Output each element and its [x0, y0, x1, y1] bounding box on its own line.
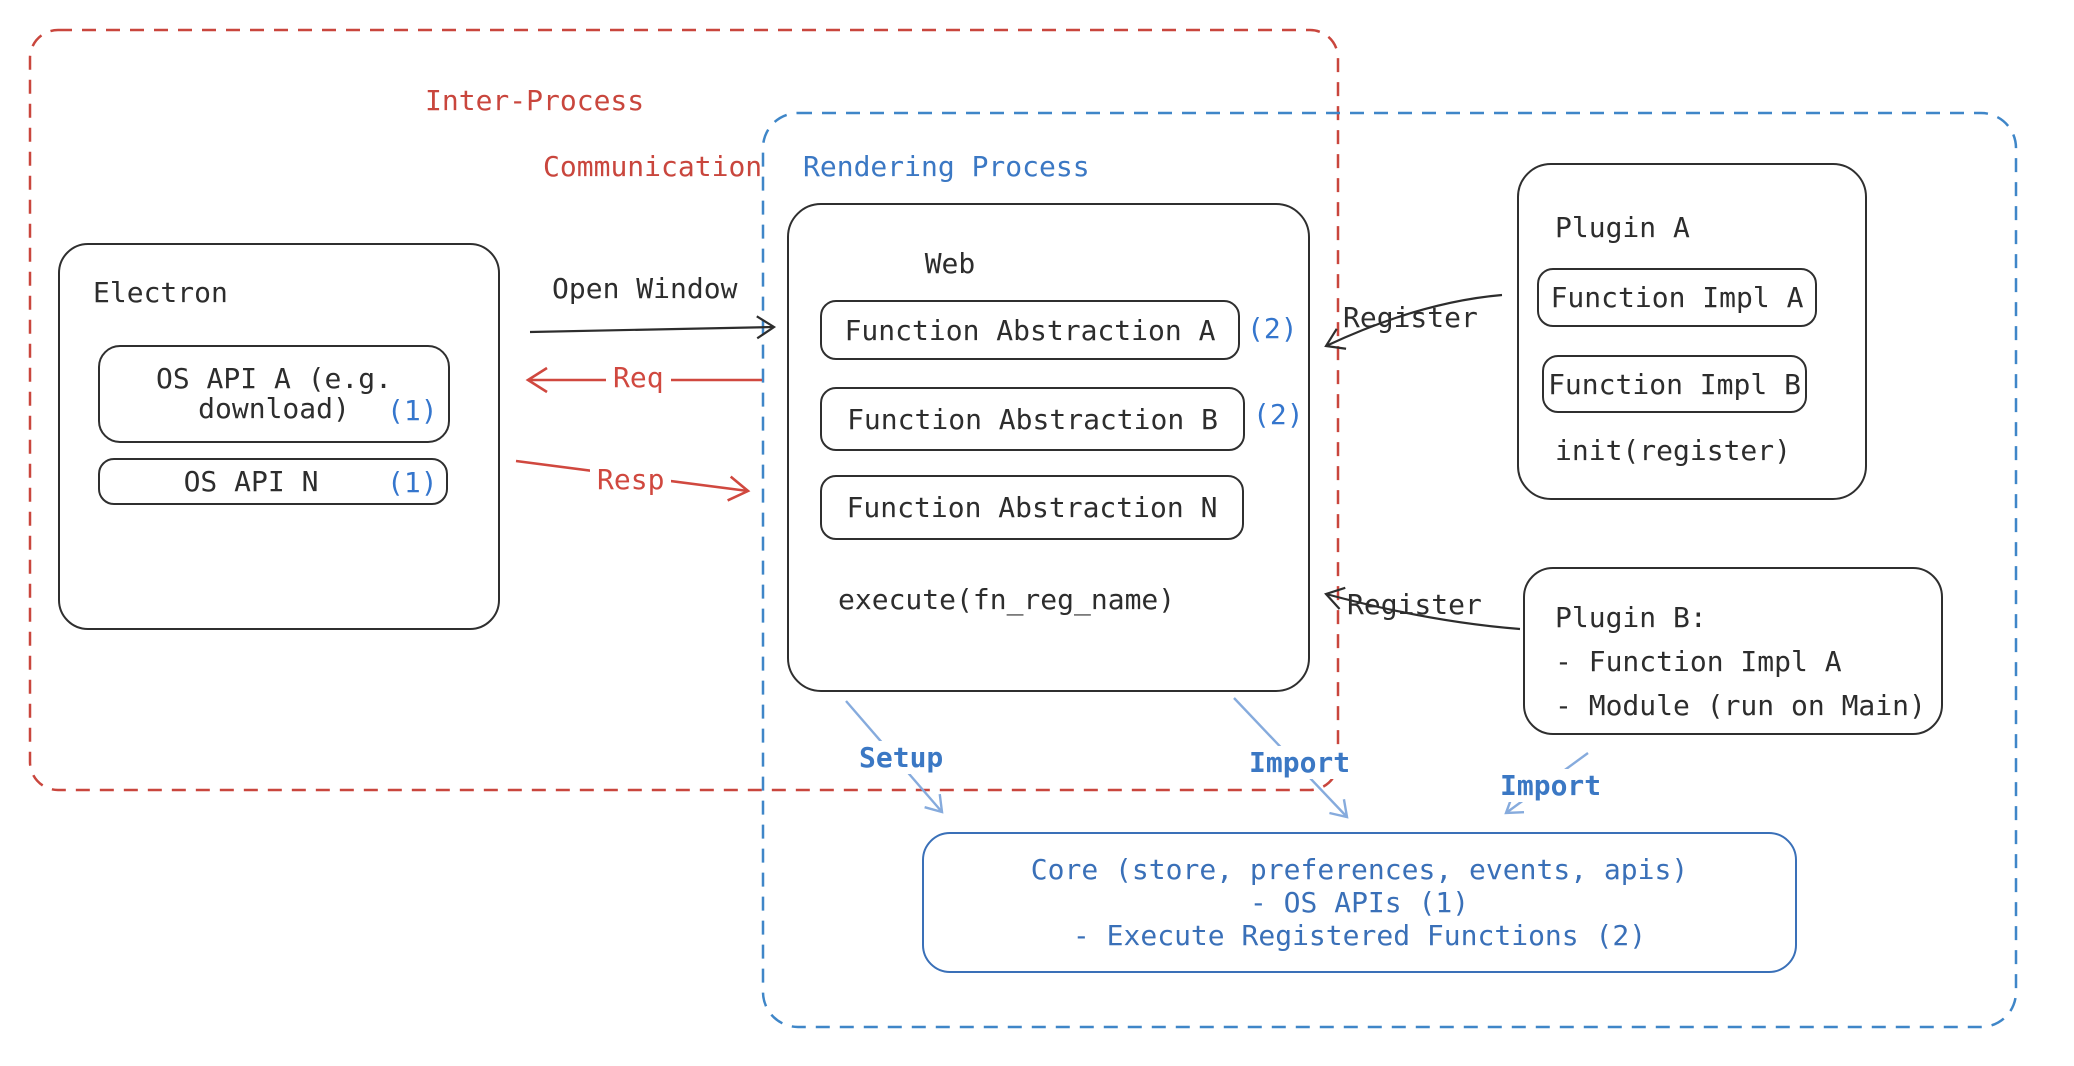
web-title: Web [924, 247, 976, 280]
plugin-b-text: Plugin B: - Function Impl A - Module (run … [1555, 596, 1926, 728]
plugin-b-line3: - Module (run on Main) [1555, 689, 1926, 722]
register-a-label: Register [1343, 301, 1478, 334]
os-api-n-box: OS API N [98, 458, 448, 505]
electron-title: Electron [93, 276, 228, 309]
os-api-n-label: OS API N [183, 465, 319, 498]
plugin-a-box [1517, 163, 1867, 500]
register-b-arrow [1324, 586, 1521, 631]
plugin-b-box [1523, 567, 1943, 735]
os-api-a-line1: OS API A (e.g. [155, 362, 392, 395]
core-line2: - OS APIs (1) [1249, 886, 1470, 919]
plugin-b-line2: - Function Impl A [1555, 645, 1842, 678]
setup-label: Setup [852, 741, 951, 774]
register-a-arrow [1324, 293, 1503, 350]
function-impl-a-label: Function Impl A [1550, 281, 1804, 314]
open-window-arrow [529, 315, 777, 340]
rendering-group-outline [761, 111, 2018, 1029]
ipc-group-outline [28, 28, 1340, 792]
core-line1: Core (store, preferences, events, apis) [1030, 853, 1689, 886]
req-label: Req [606, 361, 671, 394]
function-abstraction-a-badge: (2) [1247, 312, 1298, 345]
import-core-label: Import [1242, 746, 1358, 779]
resp-label: Resp [590, 463, 672, 496]
rendering-group-title: Rendering Process [803, 150, 1090, 183]
core-box: Core (store, preferences, events, apis) … [922, 832, 1797, 973]
function-abstraction-b-badge: (2) [1253, 398, 1304, 431]
plugin-a-title: Plugin A [1555, 211, 1690, 244]
ipc-title-line2: Communication [543, 150, 763, 183]
function-abstraction-n-box: Function Abstraction N [820, 475, 1244, 540]
function-abstraction-n-label: Function Abstraction N [846, 491, 1218, 524]
os-api-a-box: OS API A (e.g. download) [98, 345, 450, 443]
os-api-n-badge: (1) [387, 466, 438, 499]
function-abstraction-b-label: Function Abstraction B [847, 402, 1218, 436]
function-impl-b-label: Function Impl B [1548, 367, 1801, 401]
open-window-label: Open Window [552, 272, 738, 305]
function-abstraction-b-box: Function Abstraction B [820, 387, 1245, 451]
ipc-group-title: Inter-Process Communication [425, 84, 762, 183]
plugin-b-line1: Plugin B: [1555, 601, 1707, 634]
init-register-label: init(register) [1555, 434, 1792, 467]
function-abstraction-a-label: Function Abstraction A [844, 313, 1216, 347]
ipc-title-line1: Inter-Process [425, 84, 645, 117]
core-line3: - Execute Registered Functions (2) [1072, 919, 1647, 952]
os-api-a-line2: download) [198, 392, 350, 425]
execute-label: execute(fn_reg_name) [838, 583, 1176, 616]
os-api-a-badge: (1) [387, 394, 438, 427]
function-abstraction-a-box: Function Abstraction A [820, 300, 1240, 360]
import-plugin-b-label: Import [1493, 769, 1609, 802]
register-b-label: Register [1347, 588, 1482, 621]
function-impl-b-box: Function Impl B [1542, 355, 1807, 413]
function-impl-a-box: Function Impl A [1537, 268, 1817, 327]
